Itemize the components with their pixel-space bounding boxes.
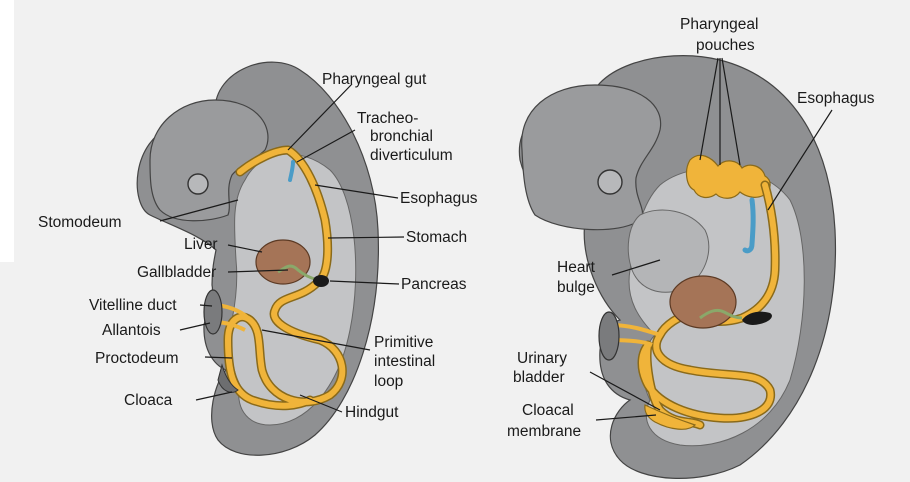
label-hindgut: Hindgut (345, 404, 399, 421)
left-vitelline-duct-opening (204, 290, 222, 334)
left-embryo (137, 62, 378, 455)
label-stomach: Stomach (406, 229, 467, 246)
label-heart-bulge-line1: Heart (557, 259, 596, 276)
label-pancreas: Pancreas (401, 276, 467, 293)
right-eye (598, 170, 622, 194)
label-tracheobronchial-line1: Tracheo- (357, 110, 418, 127)
label-stomodeum: Stomodeum (38, 214, 122, 231)
label-cloacal-membrane-line2: membrane (507, 423, 581, 440)
label-vitelline-duct: Vitelline duct (89, 297, 177, 314)
label-primitive-line3: loop (374, 373, 403, 390)
label-primitive-line2: intestinal (374, 353, 435, 370)
label-esophagus-left: Esophagus (400, 190, 478, 207)
label-pharyngeal-pouches-line1: Pharyngeal (680, 16, 758, 33)
right-vitelline-opening (599, 312, 619, 360)
label-allantois: Allantois (102, 322, 161, 339)
label-cloaca: Cloaca (124, 392, 173, 409)
label-cloacal-membrane-line1: Cloacal (522, 402, 574, 419)
left-eye (188, 174, 208, 194)
left-liver (256, 240, 310, 284)
label-heart-bulge-line2: bulge (557, 279, 595, 296)
right-embryo-head (522, 85, 661, 230)
label-esophagus-right: Esophagus (797, 90, 875, 107)
left-pancreas (313, 275, 329, 287)
label-tracheobronchial-line2: bronchial (370, 128, 433, 145)
label-pharyngeal-gut: Pharyngeal gut (322, 71, 427, 88)
label-urinary-bladder-line1: Urinary (517, 350, 567, 367)
label-pharyngeal-pouches-line2: pouches (696, 37, 755, 54)
label-primitive-line1: Primitive (374, 334, 433, 351)
label-urinary-bladder-line2: bladder (513, 369, 565, 386)
label-gallbladder: Gallbladder (137, 264, 216, 281)
label-liver: Liver (184, 236, 218, 253)
right-liver (670, 276, 736, 328)
label-proctodeum: Proctodeum (95, 350, 179, 367)
label-tracheobronchial-line3: diverticulum (370, 147, 453, 164)
